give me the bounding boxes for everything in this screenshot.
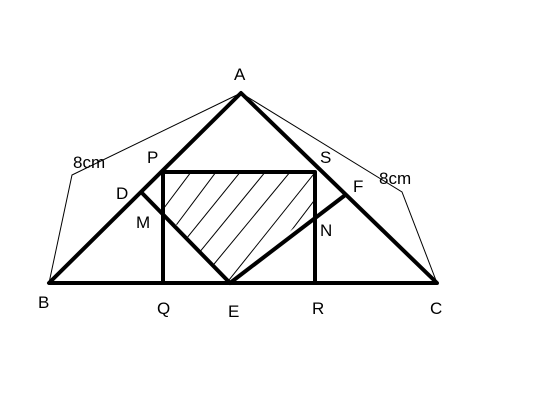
dimension-line-ab — [48, 92, 242, 284]
label-f: F — [353, 177, 363, 196]
measure-ac: 8cm — [379, 169, 411, 188]
label-e: E — [228, 302, 239, 321]
label-a: A — [234, 65, 246, 84]
segment-de — [141, 192, 232, 285]
label-m: M — [136, 213, 150, 232]
label-r: R — [312, 299, 324, 318]
label-b: B — [38, 293, 49, 312]
rectangle-pqrs — [161, 170, 317, 285]
label-s: S — [320, 148, 331, 167]
dimension-line-ac — [240, 92, 438, 284]
measure-ab: 8cm — [73, 153, 105, 172]
label-c: C — [430, 299, 442, 318]
label-p: P — [147, 148, 158, 167]
label-d: D — [116, 184, 128, 203]
label-n: N — [320, 221, 332, 240]
label-q: Q — [157, 299, 170, 318]
triangle-abc — [47, 91, 439, 285]
segment-ef — [228, 194, 346, 285]
dimension-lines — [48, 92, 438, 284]
